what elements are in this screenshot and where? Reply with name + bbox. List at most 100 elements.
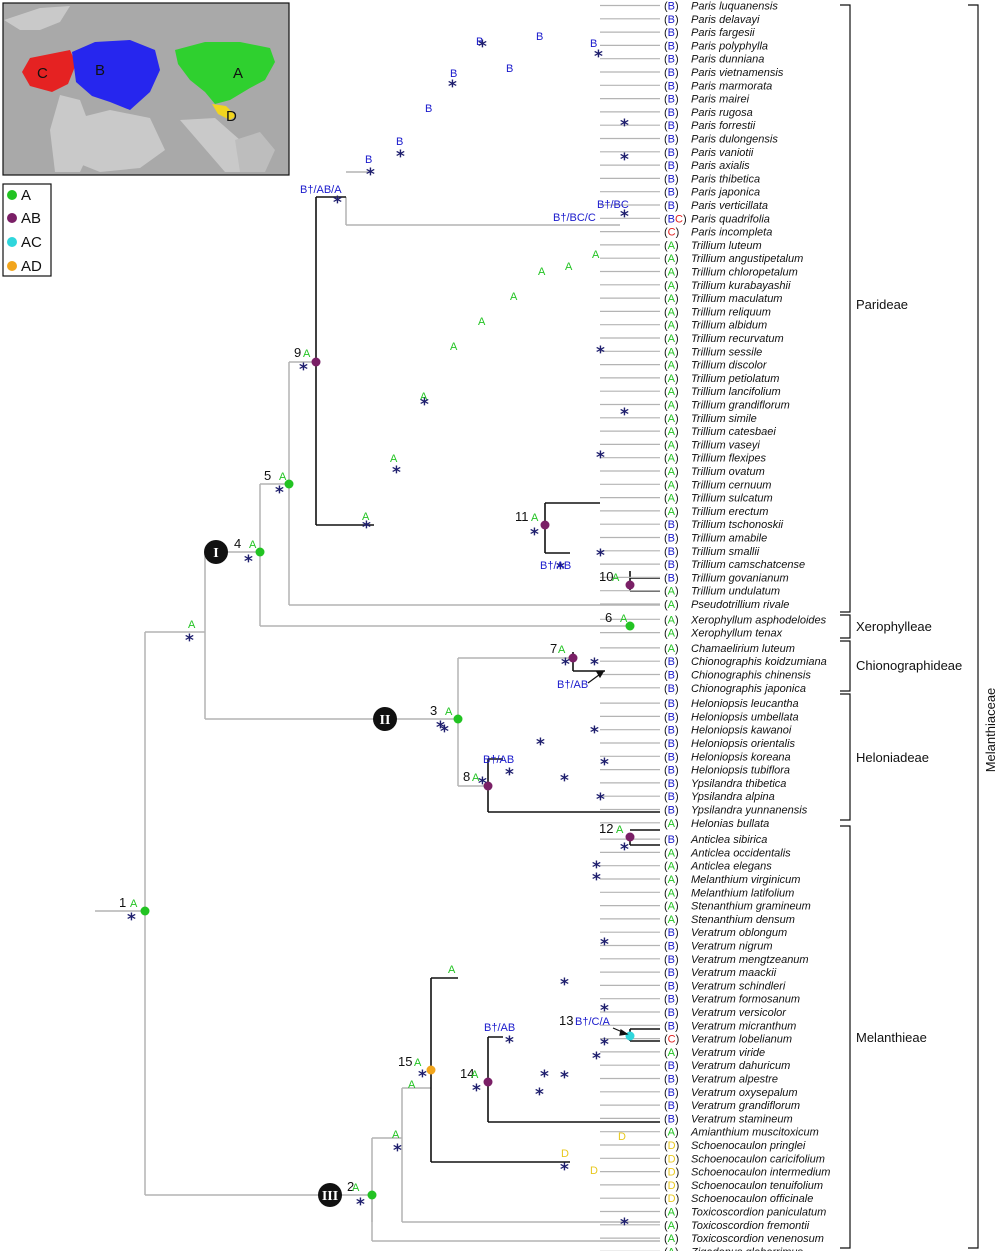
tip-row: (B)Veratrum oblongum <box>664 927 787 939</box>
tip-row: (B)Paris mairei <box>664 94 750 106</box>
tip-area: (A) <box>664 614 679 626</box>
tip-area: (B) <box>664 954 679 966</box>
tip-name: Veratrum dahuricum <box>691 1060 790 1072</box>
tribe-label-melanthieae: Melanthieae <box>856 1030 927 1045</box>
tip-row: (B)Trillium smallii <box>664 546 760 558</box>
node-number-8: 8 <box>463 769 470 784</box>
state-label: A <box>616 824 624 836</box>
tip-row: (B)Paris luquanensis <box>664 1 778 13</box>
tip-name: Paris japonica <box>691 187 760 199</box>
tip-row: (A)Trillium discolor <box>664 360 768 372</box>
tip-row: (A)Trillium flexipes <box>664 453 766 465</box>
tip-row: (A)Trillium cernuum <box>664 479 771 491</box>
clade-label-ii: II <box>380 713 391 728</box>
support-star: * <box>448 77 457 97</box>
tip-area: (B) <box>664 107 679 119</box>
tip-name: Veratrum nigrum <box>691 941 773 953</box>
tip-area: (D) <box>664 1180 679 1192</box>
support-star: * <box>472 1081 481 1101</box>
support-star: * <box>592 858 601 878</box>
node-number-2: 2 <box>347 1179 354 1194</box>
tip-area: (B) <box>664 725 679 737</box>
state-label: B <box>450 68 457 80</box>
node-number-5: 5 <box>264 468 271 483</box>
state-label: A <box>392 1129 400 1141</box>
support-star: * <box>594 47 603 67</box>
tip-row: (B)Veratrum oxysepalum <box>664 1087 798 1099</box>
area-a-region <box>175 42 275 104</box>
node-dot-9 <box>311 357 321 367</box>
tip-row: (B)Heloniopsis leucantha <box>664 698 799 710</box>
tip-name: Trillium luteum <box>691 240 762 252</box>
tip-area: (A) <box>664 453 679 465</box>
tip-row: (BC)Paris quadrifolia <box>664 213 770 225</box>
tip-area: (B) <box>664 751 679 763</box>
support-star: * <box>436 718 445 738</box>
tip-name: Trillium sulcatum <box>691 493 773 505</box>
support-star: * <box>600 1035 609 1055</box>
tip-row: (A)Trillium ovatum <box>664 466 765 478</box>
tip-area: (A) <box>664 599 679 611</box>
tip-name: Toxicoscordion venenosum <box>691 1233 824 1245</box>
tip-area: (B) <box>664 670 679 682</box>
tip-row: (A)Trillium vaseyi <box>664 439 760 451</box>
tip-area: (A) <box>664 426 679 438</box>
tip-row: (A)Trillium angustipetalum <box>664 253 803 265</box>
tip-area: (A) <box>664 280 679 292</box>
special-label-11: B†/AB <box>540 560 571 572</box>
tip-name: Schoenocaulon intermedium <box>691 1167 830 1179</box>
special-label-13: B†/C/A <box>575 1016 611 1028</box>
tip-area: (C) <box>664 1034 679 1046</box>
tip-row: (A)Trillium luteum <box>664 240 762 252</box>
state-label: B <box>590 38 597 50</box>
support-star: * <box>620 207 629 227</box>
tip-row: (B) Ypsilandra yunnanensis <box>664 805 808 817</box>
tip-row: (B)Paris verticillata <box>664 200 768 212</box>
support-star: * <box>356 1195 365 1215</box>
tip-area: (A) <box>664 1220 679 1232</box>
tip-area: (A) <box>664 861 679 873</box>
state-label: B <box>506 63 513 75</box>
tip-area: (B) <box>664 805 679 817</box>
tip-name: Stenanthium densum <box>691 914 795 926</box>
tip-row: (B)Paris axialis <box>664 160 750 172</box>
tip-name: Ypsilandra yunnanensis <box>691 805 808 817</box>
tip-area: (A) <box>664 479 679 491</box>
support-star: * <box>540 1067 549 1087</box>
tip-row: (B)Paris fargesii <box>664 27 755 39</box>
tip-name: Veratrum oxysepalum <box>691 1087 798 1099</box>
tip-row: (B)Heloniopsis orientalis <box>664 738 795 750</box>
tip-area: (B) <box>664 941 679 953</box>
tip-name: Anticlea sibirica <box>690 834 767 846</box>
clade-badge-ii <box>373 707 397 731</box>
tip-area: (B) <box>664 200 679 212</box>
tip-area: (A) <box>664 1127 679 1139</box>
tip-name: Veratrum alpestre <box>691 1074 778 1086</box>
tip-area: (B) <box>664 519 679 531</box>
node-number-11: 11 <box>515 509 529 524</box>
support-star: * <box>560 975 569 995</box>
tip-name: Trillium lancifolium <box>691 386 781 398</box>
tip-name: Paris vaniotii <box>691 147 754 159</box>
tip-area: (B) <box>664 559 679 571</box>
node-number-9: 9 <box>294 345 301 360</box>
tip-name: Trillium recurvatum <box>691 333 784 345</box>
support-stars: ****************************************… <box>127 37 629 1235</box>
tip-area: (A) <box>664 874 679 886</box>
tip-area: (B) <box>664 1113 679 1125</box>
tip-name: Trillium erectum <box>691 506 768 518</box>
support-star: * <box>505 1033 514 1053</box>
support-star: * <box>362 518 371 538</box>
tip-area: (A) <box>664 493 679 505</box>
tip-row: (B)Trillium tschonoskii <box>664 519 784 531</box>
support-star: * <box>590 655 599 675</box>
node-dot-10 <box>625 580 635 590</box>
tip-area: (B) <box>664 14 679 26</box>
state-label: A <box>472 772 480 784</box>
state-label: A <box>538 266 546 278</box>
support-star: * <box>299 360 308 380</box>
tip-name: Paris dulongensis <box>691 134 778 146</box>
support-star: * <box>596 790 605 810</box>
tip-row: (B)Trillium amabile <box>664 533 767 545</box>
